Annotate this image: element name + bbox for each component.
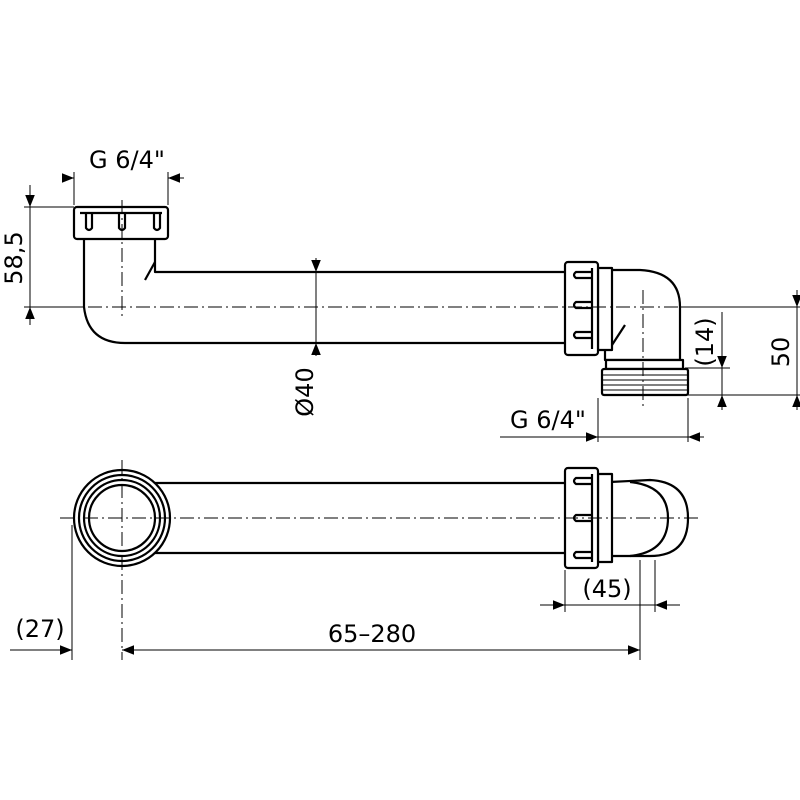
dim-outlet-offset: (14) bbox=[691, 317, 719, 366]
outlet-thread bbox=[600, 367, 690, 397]
dim-diameter: Ø40 bbox=[291, 367, 319, 416]
dim-top-thread: G 6/4" bbox=[89, 146, 165, 174]
top-view bbox=[60, 460, 700, 660]
side-dimensions: G 6/4" 58,5 Ø40 (14) 50 G 6/4" bbox=[0, 146, 800, 442]
dim-length-range: 65–280 bbox=[328, 620, 416, 648]
top-nut bbox=[72, 205, 170, 241]
dim-left-offset: (27) bbox=[15, 615, 64, 643]
top-dimensions: (45) (27) 65–280 bbox=[10, 525, 680, 660]
dim-height-top: 58,5 bbox=[0, 231, 28, 284]
dim-bottom-thread: G 6/4" bbox=[510, 406, 586, 434]
side-view bbox=[40, 200, 700, 410]
dim-outlet-height: 50 bbox=[767, 337, 795, 368]
dim-elbow-width: (45) bbox=[582, 575, 631, 603]
pipe-body bbox=[82, 236, 568, 345]
